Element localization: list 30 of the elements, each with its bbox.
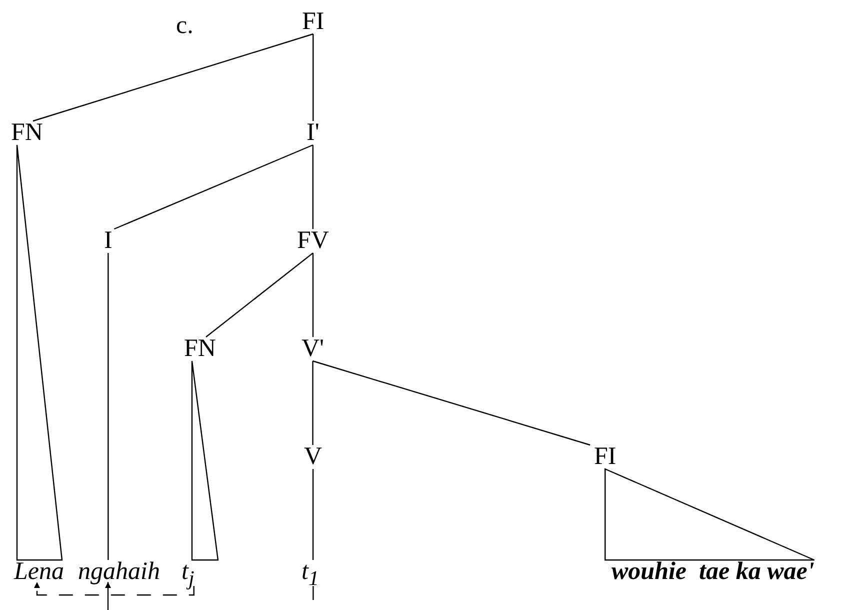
category-label: FI <box>302 8 324 36</box>
category-label: I <box>104 227 112 255</box>
leaf-word: t$_{1}$ <box>302 558 319 592</box>
category-label: V' <box>302 335 324 363</box>
tree-branch <box>32 33 314 122</box>
tree-branch <box>312 253 314 337</box>
tree-branch <box>312 145 314 229</box>
category-label: FN <box>184 335 216 363</box>
tree-branch <box>312 361 314 445</box>
tree-branch <box>108 253 109 560</box>
leaf-word: ngahaih <box>78 558 160 586</box>
category-label: FV <box>297 227 329 255</box>
category-label: I' <box>306 119 320 147</box>
example-letter: c. <box>176 12 194 40</box>
category-label: FN <box>11 119 43 147</box>
category-label: V <box>304 443 322 471</box>
tree-branch <box>114 144 314 230</box>
triangle-branch <box>16 144 63 561</box>
tree-branch <box>312 469 314 560</box>
triangle-branch <box>191 360 219 561</box>
leaf-word: Lena <box>14 558 64 586</box>
movement-line <box>34 582 194 596</box>
leaf-word: wouhie tae ka wae' <box>612 558 814 586</box>
tree-branch <box>312 360 590 446</box>
triangle-branch <box>604 468 815 561</box>
tree-branch <box>312 34 314 121</box>
movement-arrow <box>105 582 111 610</box>
tree-branch <box>206 252 314 338</box>
category-label: FI <box>594 443 616 471</box>
leaf-word: t$_{j}$ <box>182 558 194 592</box>
